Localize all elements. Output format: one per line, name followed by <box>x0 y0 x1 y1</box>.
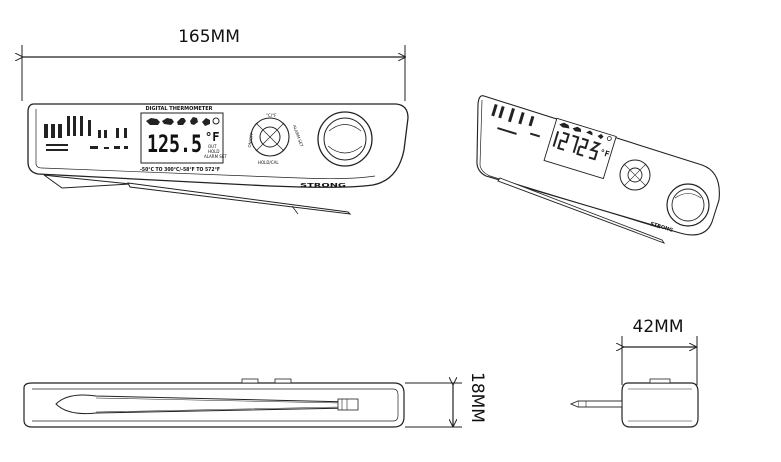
unit-toggle-button[interactable]: °C/°F <box>266 113 277 118</box>
status-out: OUT <box>208 144 217 149</box>
thickness-label: 18MM <box>467 372 487 423</box>
width-label: 42MM <box>633 317 684 337</box>
perspective-view: °F STRONG <box>476 95 720 244</box>
preset-labels <box>44 116 128 151</box>
probe-tip-mark <box>291 205 299 215</box>
perspective-buttons <box>619 159 651 191</box>
temperature-range: -50°C TO 300°C/-58°F TO 572°F <box>140 167 220 173</box>
temperature-unit: °F <box>205 130 219 144</box>
device-header: DIGITAL THERMOMETER <box>146 106 213 112</box>
end-button <box>649 378 671 384</box>
end-body <box>621 382 699 428</box>
sun-icon <box>212 117 220 125</box>
front-view: 165MM DIGITAL <box>22 27 409 215</box>
turkey-icon <box>202 118 210 126</box>
svg-text:°F: °F <box>599 148 611 159</box>
temperature-reading: 125.5 <box>147 130 202 158</box>
meat-icons <box>146 117 220 126</box>
body-inner-edge <box>35 109 376 180</box>
lamb-icon <box>177 118 186 125</box>
perspective-labels <box>491 103 541 138</box>
status-hold: HOLD <box>208 149 219 154</box>
brand-logo: STRONG <box>300 183 346 189</box>
length-label: 165MM <box>178 27 240 47</box>
cow-icon <box>146 118 160 125</box>
probe <box>127 182 352 215</box>
side-view: 18MM <box>23 372 487 428</box>
pig-icon <box>162 118 174 125</box>
perspective-probe <box>497 177 666 244</box>
status-alarm: ALARM SET <box>204 154 227 159</box>
chicken-icon <box>190 117 198 125</box>
button-cluster: °C/°F ON/OFF ALARM SET HOLD/CAL <box>247 113 305 165</box>
side-button-1 <box>241 378 259 384</box>
dial-inner <box>323 117 367 161</box>
side-button-2 <box>274 378 292 384</box>
hold-button[interactable]: HOLD/CAL <box>258 160 279 165</box>
end-view: 42MM <box>569 317 699 428</box>
end-probe <box>577 400 623 408</box>
power-button[interactable]: ON/OFF <box>247 131 255 148</box>
